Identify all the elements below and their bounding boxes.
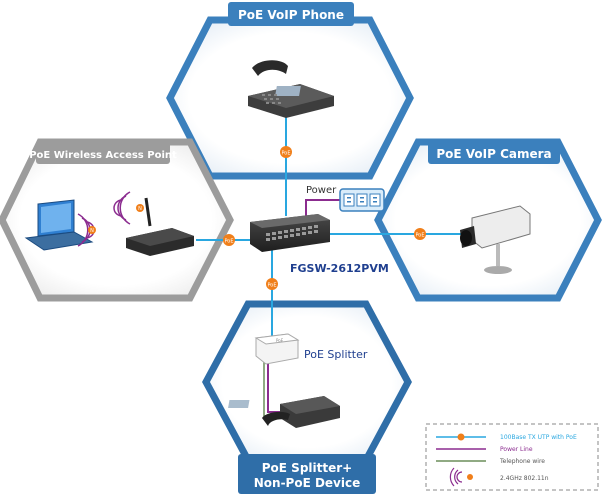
svg-text:Telephone wire: Telephone wire: [499, 458, 545, 465]
svg-text:PoE: PoE: [267, 283, 276, 289]
splitter-title-line1: PoE Splitter+: [262, 461, 352, 475]
non-poe-phone-device: [228, 396, 340, 428]
ip-camera-device: [460, 205, 531, 274]
splitter-device-tag: PoE: [276, 338, 284, 343]
poe-marker-camera: PoE: [414, 228, 426, 240]
voip-phone-device: [248, 60, 334, 118]
switch-device: [250, 214, 330, 252]
svg-text:N: N: [90, 228, 94, 234]
poe-marker-phone: PoE: [280, 146, 292, 158]
poe-splitter-device: PoE: [254, 333, 300, 365]
poe-marker-wap: PoE: [223, 234, 235, 246]
legend-item-telephone: Telephone wire: [436, 458, 545, 465]
splitter-label: PoE Splitter: [304, 348, 368, 361]
svg-text:PoE: PoE: [224, 239, 233, 245]
power-label: Power: [306, 185, 337, 196]
svg-text:Power Line: Power Line: [500, 446, 533, 453]
laptop-device: [24, 199, 94, 251]
svg-text:N: N: [138, 206, 142, 212]
wap-title: PoE Wireless Access Point: [29, 150, 177, 161]
legend: 100Base TX UTP with PoE Power Line Telep…: [425, 423, 599, 491]
hex-wap: [0, 138, 234, 302]
power-outlet-icon: [339, 188, 385, 212]
svg-text:PoE: PoE: [281, 151, 290, 157]
wifi-waves-left: N: [77, 213, 96, 247]
legend-item-wifi: 2.4GHz 802.11n: [449, 467, 549, 487]
legend-item-power: Power Line: [436, 446, 533, 453]
svg-text:PoE: PoE: [415, 233, 424, 239]
splitter-title-line2: Non-PoE Device: [254, 476, 361, 490]
phone-title: PoE VoIP Phone: [238, 8, 344, 22]
svg-text:2.4GHz 802.11n: 2.4GHz 802.11n: [500, 475, 549, 482]
switch-label: FGSW-2612PVM: [290, 262, 389, 275]
wifi-waves-right: N: [113, 191, 144, 225]
camera-title: PoE VoIP Camera: [436, 147, 551, 161]
wireless-ap-device: [126, 197, 194, 256]
poe-marker-splitter: PoE: [266, 278, 278, 290]
poe-markers: PoE PoE PoE PoE: [223, 146, 426, 290]
svg-text:100Base TX UTP with PoE: 100Base TX UTP with PoE: [500, 434, 577, 441]
legend-item-poe: 100Base TX UTP with PoE: [436, 433, 577, 441]
